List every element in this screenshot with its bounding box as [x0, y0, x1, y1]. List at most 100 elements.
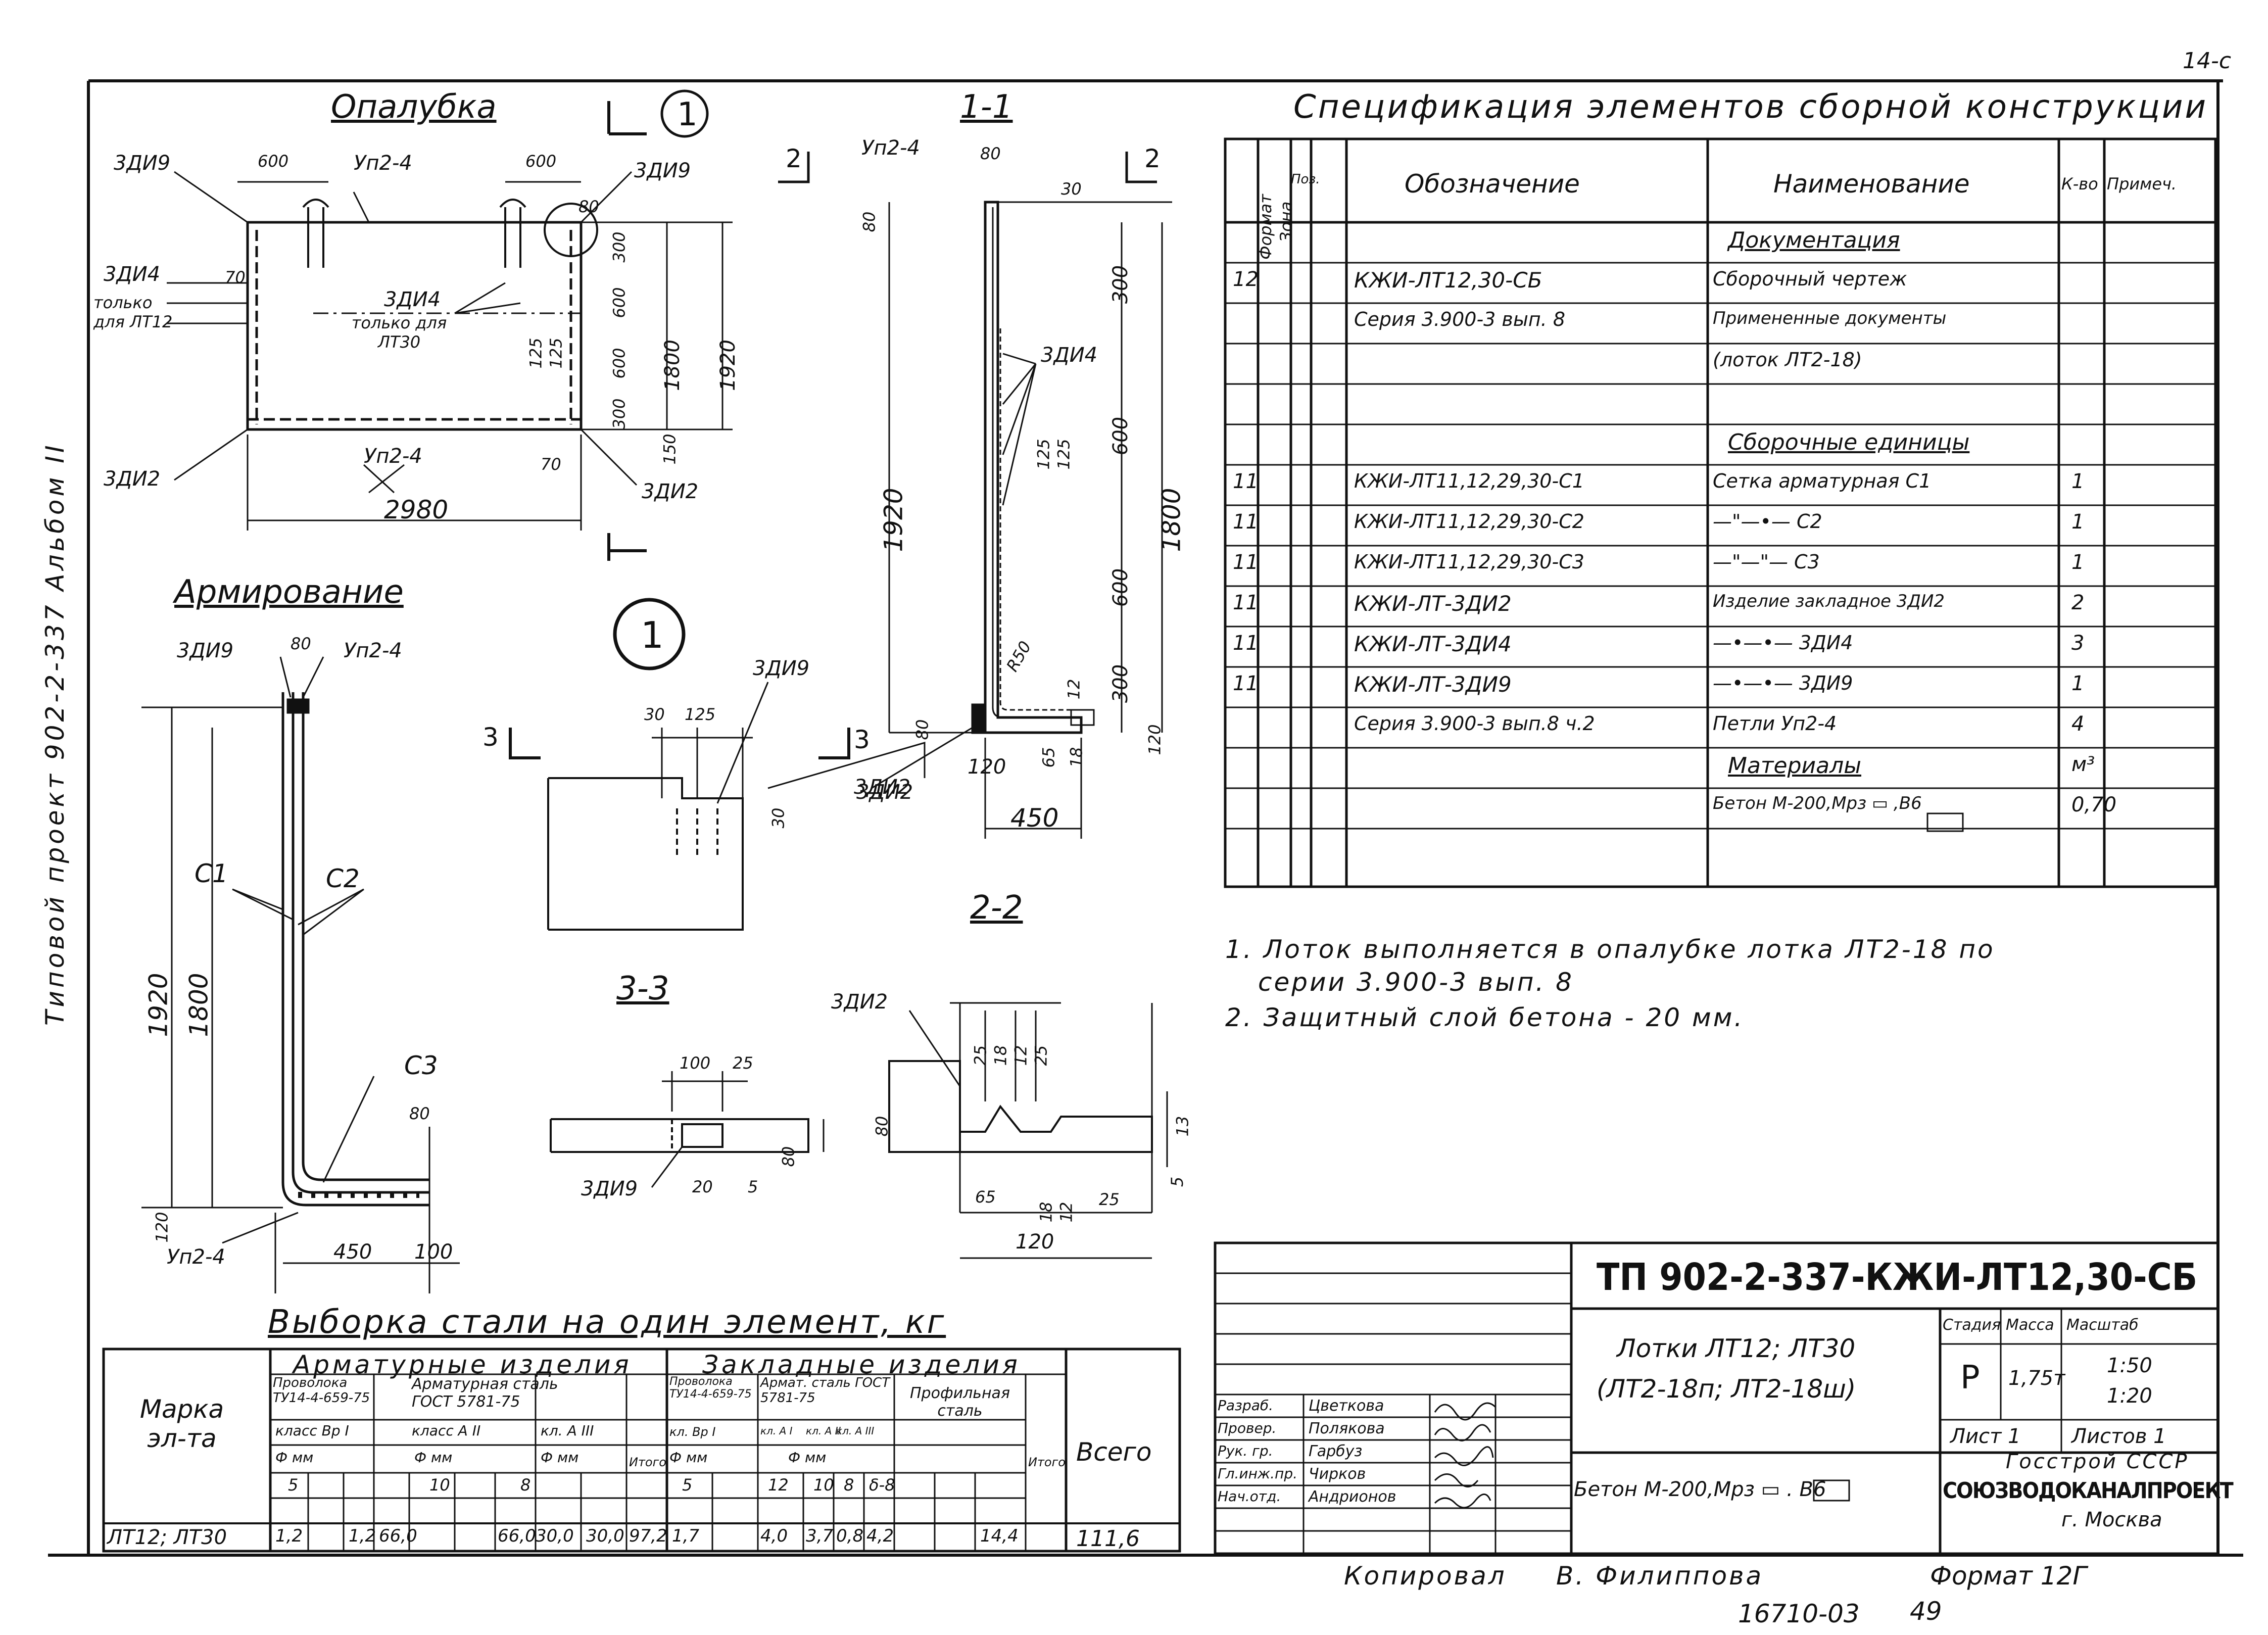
- section11-dim: 1920: [879, 488, 908, 552]
- detail1-label: 3ДИ9: [753, 657, 810, 680]
- footer-copied-name: В. Филиппова: [1556, 1561, 1764, 1591]
- spec-cell-code: КЖИ-ЛТ12,30-СБ: [1354, 268, 1542, 293]
- section33-dim: 5: [748, 1177, 758, 1196]
- spec-cell-name: (лоток ЛТ2-18): [1713, 349, 1862, 371]
- detail1-dim: 125: [685, 705, 716, 724]
- spec-header-code: Обозначение: [1405, 169, 1580, 199]
- steel-itogo-2: Итого: [1028, 1455, 1066, 1469]
- spec-header-name: Наименование: [1773, 169, 1970, 199]
- reinforcement-label: С2: [326, 864, 360, 893]
- steel-table-grid: [102, 1348, 1181, 1553]
- spec-cell-code: КЖИ-ЛТ-3ДИ9: [1354, 672, 1512, 697]
- formwork-label: только для ЛТ30: [351, 313, 447, 352]
- section22-dim: 80: [872, 1116, 892, 1137]
- title-mass: 1,75т: [2008, 1367, 2065, 1390]
- title-person: Цветкова: [1309, 1397, 1384, 1415]
- spec-cell-code: Серия 3.900-3 вып.8 ч.2: [1354, 712, 1595, 735]
- steel-class-6: кл. А II: [806, 1425, 841, 1437]
- section-3-3: [550, 1071, 825, 1188]
- formwork-label: 3ДИ4: [384, 288, 441, 311]
- spec-cell-format: 11: [1233, 470, 1259, 493]
- section11-dim: 65: [1039, 747, 1058, 768]
- title-scale-header: Масштаб: [2066, 1316, 2139, 1334]
- reinforcement-dim: 80: [291, 634, 311, 653]
- spec-cell-code: КЖИ-ЛТ11,12,29,30-С2: [1354, 510, 1584, 533]
- section11-dim: 120: [1145, 724, 1165, 755]
- spec-cell-format: 12: [1233, 268, 1259, 291]
- reinforcement-label: С3: [404, 1051, 438, 1080]
- formwork-dim: 600: [609, 348, 629, 379]
- steel-class-5: кл. А I: [760, 1425, 793, 1437]
- section11-dim: 1800: [1156, 488, 1186, 552]
- steel-phimm-2: Ф мм: [414, 1449, 453, 1466]
- spec-cell-qty: 1: [2071, 551, 2085, 574]
- steel-group-1: Арматурные изделия: [293, 1350, 632, 1379]
- reinforcement-label: Уп2-4: [344, 639, 402, 662]
- steel-group-2: Закладные изделия: [702, 1350, 1021, 1379]
- section-2-2: [888, 1002, 1168, 1259]
- section11-dim: 450: [1010, 803, 1059, 833]
- spec-cell-code: КЖИ-ЛТ-3ДИ4: [1354, 632, 1512, 656]
- steel-title: Выборка стали на один элемент, кг: [268, 1304, 946, 1341]
- spec-cell-name: —"—•— С2: [1713, 510, 1822, 533]
- section11-dim: 80: [859, 211, 879, 232]
- reinforcement-title: Армирование: [174, 573, 404, 611]
- section11-dim: 300: [1109, 664, 1133, 703]
- spec-header-note: Примеч.: [2107, 174, 2177, 194]
- steel-value-cell: 1,7: [672, 1526, 700, 1546]
- steel-class-4: кл. Вр I: [669, 1425, 716, 1439]
- spec-title: Спецификация элементов сборной конструкц…: [1293, 88, 2208, 126]
- spec-header-zone: Зона: [1276, 201, 1296, 243]
- spec-cell-qty: м³: [2071, 753, 2095, 776]
- section22-label: 3ДИ2: [831, 990, 888, 1014]
- section11-dim: 300: [1109, 265, 1133, 304]
- note-1: 1. Лоток выполняется в опалубке лотка ЛТ…: [1225, 935, 1995, 964]
- reinforcement-label: 3ДИ9: [177, 639, 234, 662]
- detail-1: [509, 598, 926, 931]
- section11-dim: 18: [1067, 747, 1086, 768]
- section22-dim: 25: [1099, 1190, 1120, 1209]
- steel-vsego: Всего: [1076, 1437, 1152, 1467]
- steel-phimm-3: Ф мм: [541, 1449, 579, 1466]
- title-person: Чирков: [1309, 1465, 1366, 1483]
- spec-cell-code: КЖИ-ЛТ-3ДИ2: [1354, 591, 1512, 616]
- reinforcement-dim: 1920: [143, 973, 173, 1037]
- steel-value-cell: 3,7: [806, 1526, 834, 1546]
- reinforcement-dim: 1800: [184, 973, 214, 1037]
- spec-cell-code: КЖИ-ЛТ11,12,29,30-С3: [1354, 551, 1584, 573]
- steel-itogo-1: Итого: [629, 1455, 666, 1469]
- formwork-dim: 150: [660, 434, 680, 465]
- steel-value-cell: 4,2: [866, 1526, 894, 1546]
- spec-cell-name: Изделие закладное 3ДИ2: [1713, 591, 1945, 611]
- steel-value-cell: 1,2: [275, 1526, 303, 1546]
- steel-size-cell: 5: [288, 1475, 299, 1495]
- section11-label: 3ДИ4: [1041, 344, 1098, 367]
- title-sheet: Лист 1: [1950, 1425, 2021, 1448]
- steel-value-cell: 30,0: [586, 1526, 624, 1546]
- section22-dim: 25: [1031, 1045, 1051, 1066]
- spec-cell-format: 11: [1233, 510, 1259, 534]
- left-margin-text: Типовой проект 902-2-337 Альбом II: [40, 442, 70, 1026]
- formwork-dim: 80: [578, 197, 599, 216]
- corner-mark: 14-с: [2183, 48, 2232, 74]
- title-role: Гл.инж.пр.: [1218, 1465, 1298, 1482]
- steel-size-cell: 12: [768, 1475, 789, 1495]
- spec-header-qty: К-во: [2061, 174, 2098, 194]
- footer-page: 49: [1910, 1597, 1942, 1626]
- reinforcement-label: Уп2-4: [167, 1245, 225, 1269]
- formwork-dim: 600: [609, 287, 629, 318]
- spec-cell-qty: 1: [2071, 510, 2085, 534]
- signatures: [1434, 1402, 1497, 1509]
- sheet-frame: [48, 79, 2243, 1557]
- spec-cell-code: КЖИ-ЛТ11,12,29,30-С1: [1354, 470, 1584, 492]
- section22-dim: 12: [1056, 1201, 1076, 1223]
- detail1-dim: 30: [644, 705, 665, 724]
- title-org-1: Госстрой СССР: [2006, 1450, 2189, 1473]
- formwork-label: 3ДИ9: [634, 159, 691, 182]
- section11-dim: 80: [912, 719, 932, 740]
- section11-dim: 120: [968, 755, 1006, 779]
- spec-cell-name: Документация: [1728, 227, 1900, 253]
- steel-phimm-4: Ф мм: [669, 1449, 708, 1466]
